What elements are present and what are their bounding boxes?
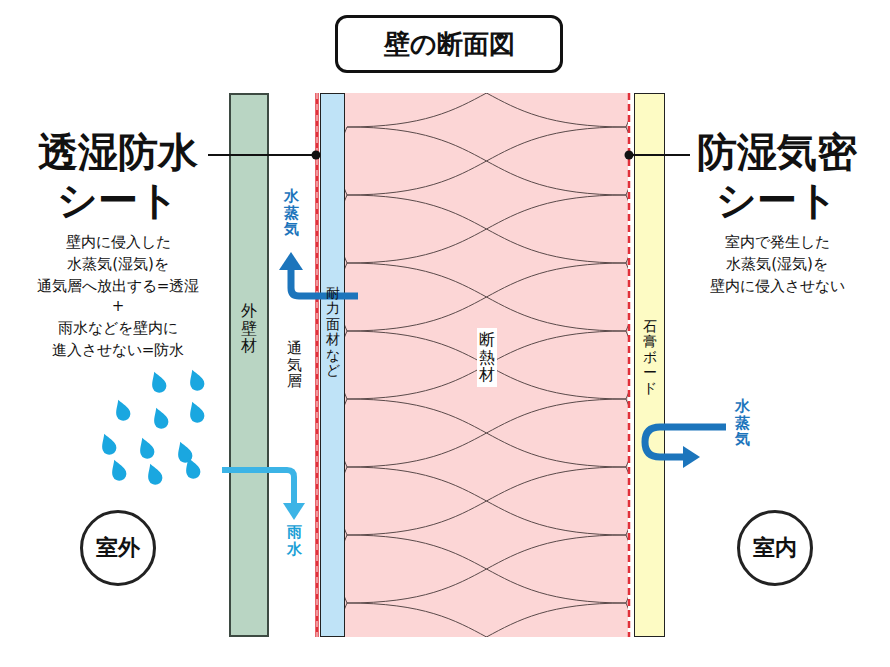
layer-label: 耐力面材など	[326, 286, 340, 378]
sheet-name: 防湿気密 シート	[672, 128, 882, 224]
insulation-stroke	[626, 535, 628, 603]
insulation-stroke	[626, 399, 628, 467]
insulation-stroke	[347, 195, 626, 263]
insulation-stroke	[347, 535, 626, 603]
vapor-label: 水蒸気	[735, 398, 750, 448]
insulation-stroke	[345, 195, 347, 263]
raindrops	[98, 367, 207, 486]
raindrop	[98, 431, 119, 456]
text-line: 防湿気密	[672, 128, 882, 176]
insulation-stroke	[626, 331, 628, 399]
arrow-head	[683, 446, 700, 468]
insulation-stroke	[626, 127, 628, 195]
insulation-stroke	[347, 93, 626, 127]
text-line: 壁内に侵入させない	[677, 276, 877, 298]
insulation-stroke	[626, 603, 628, 637]
insulation-stroke	[347, 467, 626, 535]
sheet-dash	[317, 93, 318, 637]
insulation-stroke	[347, 603, 626, 637]
exterior-wall-band: 外壁材	[229, 93, 269, 637]
insulation-band: 断熱材	[345, 93, 628, 637]
insulation-stroke	[347, 603, 626, 637]
rain-arrow	[222, 470, 294, 505]
text-line: シート	[672, 176, 882, 224]
raindrop	[186, 367, 207, 392]
raindrop	[112, 397, 133, 422]
layer-label: 外壁材	[241, 302, 257, 355]
text-line: 室内で発生した	[677, 232, 877, 254]
insulation-stroke	[347, 93, 626, 127]
rain-label: 雨水	[287, 524, 302, 557]
note-text: 壁内に侵入した 水蒸気(湿気)を 通気層へ放出する=透湿	[18, 232, 218, 297]
raindrop	[150, 405, 171, 430]
text-line: 通気層へ放出する=透湿	[18, 276, 218, 298]
vapor-arrow	[291, 268, 358, 296]
note-text: 雨水などを壁内に 進入させない=防水	[18, 318, 218, 362]
text-line: 水蒸気(湿気)を	[677, 254, 877, 276]
gypsum-board-band: 石膏ボード	[634, 93, 665, 637]
insulation-stroke	[626, 195, 628, 263]
place-label: 室外	[96, 533, 140, 563]
sheet-line	[315, 93, 319, 637]
note-plus: +	[18, 296, 218, 318]
sheet-name: 透湿防水 シート	[18, 128, 218, 224]
raindrop	[186, 399, 207, 424]
arrow-head	[279, 252, 303, 270]
raindrop	[182, 455, 203, 480]
text-line: 進入させない=防水	[18, 340, 218, 362]
vapor-label: 水蒸気	[284, 188, 299, 238]
leader-line	[633, 154, 690, 156]
raindrop	[144, 461, 165, 486]
structural-panel-band: 耐力面材など	[320, 93, 345, 637]
insulation-stroke	[345, 603, 347, 637]
insulation-stroke	[345, 399, 347, 467]
place-label: 室内	[753, 533, 797, 563]
arrow-head	[283, 503, 305, 520]
indoor-circle: 室内	[737, 510, 813, 586]
title-box: 壁の断面図	[335, 15, 563, 73]
leader-dot	[312, 151, 321, 160]
leader-line	[208, 154, 312, 156]
insulation-stroke	[345, 467, 347, 535]
vapor-arrow	[645, 427, 726, 457]
leader-dot	[625, 151, 634, 160]
text-line: 透湿防水	[18, 128, 218, 176]
insulation-stroke	[347, 467, 626, 535]
text-line: 水蒸気(湿気)を	[18, 254, 218, 276]
layer-label: 石膏ボード	[643, 319, 657, 396]
outdoor-circle: 室外	[80, 510, 156, 586]
insulation-stroke	[347, 127, 626, 195]
insulation-stroke	[345, 127, 347, 195]
text-line: 壁内に侵入した	[18, 232, 218, 254]
insulation-stroke	[347, 263, 626, 331]
insulation-stroke	[626, 93, 628, 127]
air-layer-label: 通気層	[287, 340, 302, 390]
insulation-stroke	[347, 263, 626, 331]
raindrop	[174, 439, 195, 464]
layer-label: 断熱材	[477, 328, 497, 387]
raindrop	[136, 435, 157, 460]
text-line: シート	[18, 176, 218, 224]
insulation-stroke	[347, 399, 626, 467]
diagram-title: 壁の断面図	[338, 18, 560, 70]
insulation-stroke	[626, 263, 628, 331]
insulation-stroke	[345, 331, 347, 399]
raindrop	[148, 369, 169, 394]
insulation-stroke	[347, 535, 626, 603]
insulation-stroke	[347, 127, 626, 195]
insulation-stroke	[626, 467, 628, 535]
sheet-line	[628, 93, 631, 637]
insulation-stroke	[345, 535, 347, 603]
insulation-stroke	[347, 195, 626, 263]
raindrop	[108, 457, 129, 482]
insulation-stroke	[347, 399, 626, 467]
note-text: 室内で発生した 水蒸気(湿気)を 壁内に侵入させない	[677, 232, 877, 297]
insulation-stroke	[345, 263, 347, 331]
text-line: 雨水などを壁内に	[18, 318, 218, 340]
